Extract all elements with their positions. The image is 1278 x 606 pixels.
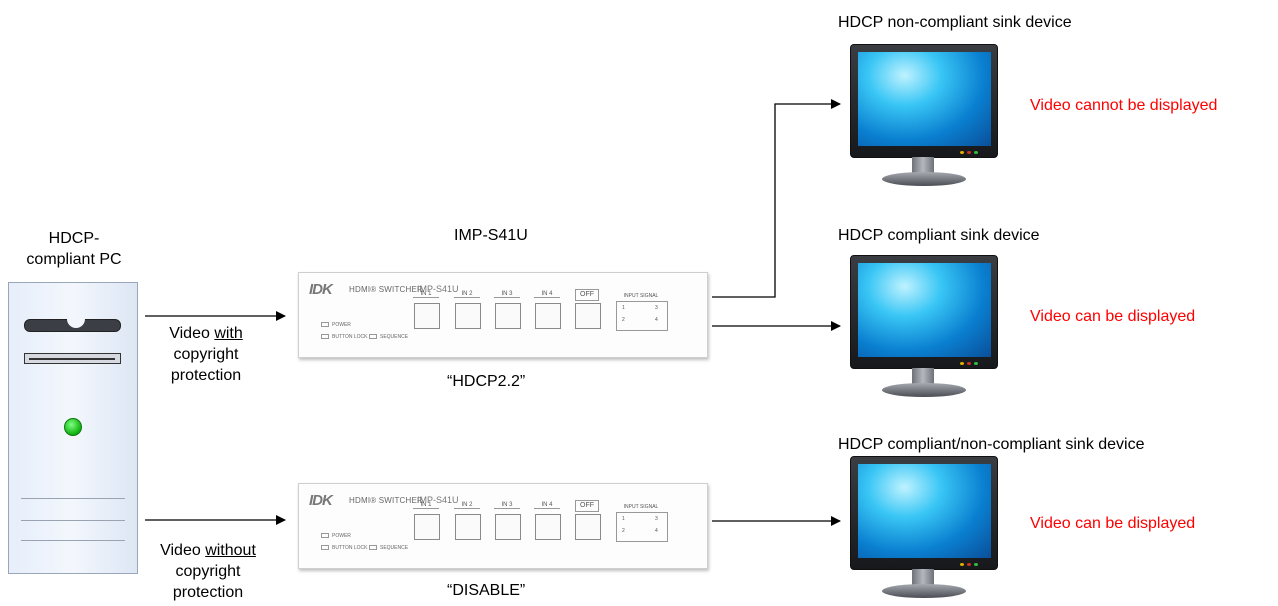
in2-button (455, 514, 481, 540)
in4-button (535, 514, 561, 540)
pc-tower-icon (8, 282, 138, 574)
input-signal-panel (616, 512, 668, 542)
sequence-indicator: SEQUENCE (369, 334, 408, 340)
device-name: IMP-S41U (454, 227, 528, 244)
off-button (575, 514, 601, 540)
sink2-result: Video can be displayed (1030, 308, 1196, 325)
off-button (575, 303, 601, 329)
arrow-switcher-to-noncompliant (712, 99, 841, 298)
input-label-without-protection: Video without copyright protection (160, 542, 256, 601)
in3-button (495, 514, 521, 540)
idk-logo: IDK (309, 492, 333, 509)
pc-label: HDCP- compliant PC (10, 228, 138, 270)
button-lock-indicator: BUTTON LOCK (321, 545, 367, 551)
idk-logo: IDK (309, 281, 333, 298)
emphasis-with: with (214, 325, 243, 342)
in3-button (495, 303, 521, 329)
mode-label-top: “HDCP2.2” (447, 373, 526, 390)
pc-label-line1: HDCP- (48, 230, 100, 247)
sequence-indicator: SEQUENCE (369, 545, 408, 551)
sink1-result: Video cannot be displayed (1030, 97, 1218, 114)
in1-button (414, 303, 440, 329)
pc-label-line2: compliant PC (26, 251, 122, 268)
pc-power-led (64, 418, 82, 436)
power-indicator: POWER (321, 533, 351, 539)
emphasis-without: without (205, 542, 256, 559)
switcher-unit-bottom: IDK HDMI® SWITCHER IMP-S41U POWER BUTTON… (298, 483, 708, 569)
switcher-unit-top: IDK HDMI® SWITCHER IMP-S41U POWER BUTTON… (298, 272, 708, 358)
input-signal-panel (616, 301, 668, 331)
monitor-icon (850, 456, 998, 604)
in2-button (455, 303, 481, 329)
button-lock-indicator: BUTTON LOCK (321, 334, 367, 340)
sink2-title: HDCP compliant sink device (838, 227, 1040, 244)
sink3-title: HDCP compliant/non-compliant sink device (838, 436, 1145, 453)
monitor-icon (850, 255, 998, 403)
input-label-with-protection: Video with copyright protection (169, 325, 243, 384)
in1-button (414, 514, 440, 540)
sink1-title: HDCP non-compliant sink device (838, 14, 1072, 31)
sink3-result: Video can be displayed (1030, 515, 1196, 532)
power-indicator: POWER (321, 322, 351, 328)
monitor-icon (850, 44, 998, 192)
mode-label-bottom: “DISABLE” (447, 582, 526, 599)
in4-button (535, 303, 561, 329)
